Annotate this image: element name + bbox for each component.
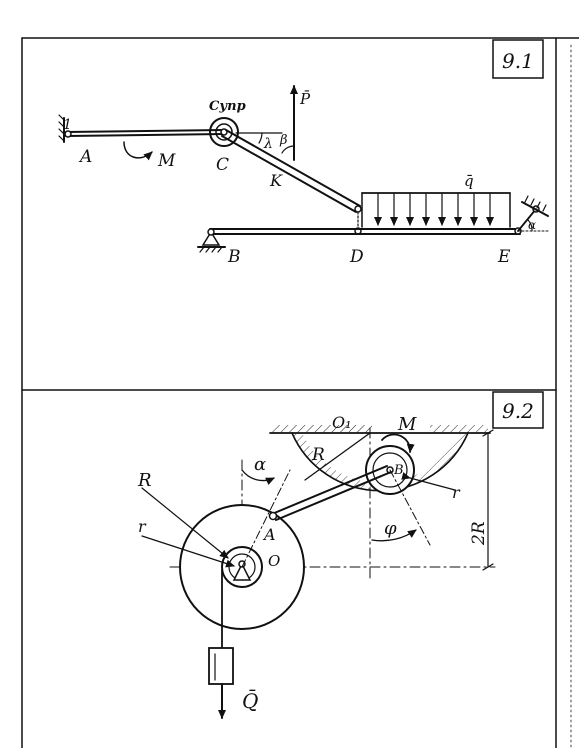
page-frame: [21, 37, 579, 748]
label-q: q̄: [464, 172, 474, 190]
moment-m-arrow: [123, 141, 153, 161]
label-c-spring: Cупр: [209, 99, 246, 114]
problem-9-2-diagram: 9.2 R O₁ M B r φ 2R: [137, 391, 544, 719]
rod-ab: [271, 465, 388, 515]
r-pointer-big: [141, 487, 229, 559]
label-p: P̄: [299, 90, 311, 108]
label-r-big: R: [137, 470, 152, 491]
label-d: D: [349, 247, 364, 267]
problem-number: 9.2: [502, 399, 534, 423]
label-a: A: [78, 147, 92, 167]
label-o1: O₁: [332, 413, 352, 432]
beam-ac: [65, 129, 225, 133]
hinge-a: [268, 511, 278, 521]
svg-text:1: 1: [63, 117, 72, 133]
rod-cd: [225, 129, 361, 207]
distributed-load-q: [361, 192, 511, 228]
problem-number-box: [492, 391, 544, 429]
label-c: C: [216, 155, 229, 175]
weight-q: [208, 647, 234, 685]
label-r-groove: R: [311, 445, 325, 465]
angle-alpha-arc: [241, 469, 275, 486]
moment-m-arrow: [381, 433, 415, 453]
label-k: K: [269, 171, 283, 190]
label-q: Q̄: [242, 688, 258, 713]
hinge-a: [64, 130, 72, 138]
label-e: E: [497, 247, 511, 267]
radius-r-line: [304, 432, 371, 481]
angle-phi-arc: [371, 529, 417, 542]
label-alpha: α: [528, 218, 536, 232]
support-rod-e: [517, 208, 537, 232]
label-r-left: r: [138, 517, 147, 536]
label-a: A: [262, 525, 276, 544]
r-pointer-left: [141, 535, 235, 568]
problem-9-1-diagram: 9.1 1 A M Cупр C λ P̄ β K: [58, 39, 549, 267]
pin-support-b: [201, 230, 221, 246]
label-b: B: [393, 463, 404, 478]
problem-number: 9.1: [502, 49, 534, 73]
pin-support-o: [232, 562, 252, 581]
label-phi: φ: [384, 518, 397, 539]
label-m: M: [157, 151, 176, 171]
label-alpha: α: [254, 454, 266, 475]
label-lambda: λ: [263, 136, 273, 152]
label-b: B: [227, 247, 241, 267]
label-m: M: [397, 414, 417, 435]
label-2r: 2R: [469, 521, 489, 546]
r-pointer-right: [401, 472, 456, 491]
label-o: O: [268, 552, 280, 570]
hinge-d-top: [354, 205, 362, 213]
label-beta: β: [279, 133, 288, 148]
spring-c: [209, 117, 239, 147]
problem-number-box: [492, 39, 544, 79]
label-r-right: r: [452, 483, 461, 502]
